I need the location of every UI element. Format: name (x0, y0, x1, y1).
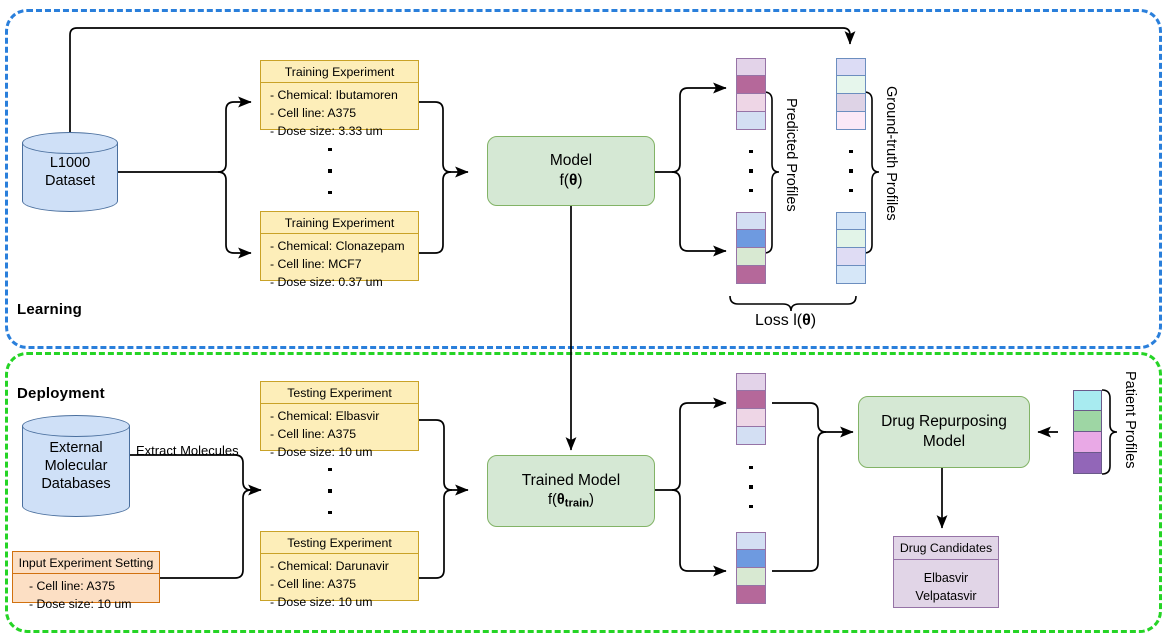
trained-model-formula-theta: θ (556, 491, 565, 508)
l1000-dataset-line2: Dataset (45, 173, 95, 189)
cylinder-body (22, 426, 130, 506)
deployment-profiles-ellipsis (748, 466, 754, 508)
training-experiment-2-cellline: - Cell line: MCF7 (270, 257, 362, 272)
training-experiment-2-header: Training Experiment (261, 212, 418, 234)
loss-label-prefix: Loss l( (755, 312, 803, 329)
drug-candidate-item: Elbasvir (923, 571, 969, 585)
input-experiment-setting-body: - Cell line: A375 - Dose size: 10 um (13, 574, 159, 616)
external-databases-line2: Molecular (44, 457, 108, 474)
input-experiment-setting-cellline: - Cell line: A375 (29, 579, 116, 593)
testing-experiment-2-chemical: - Chemical: Darunavir (270, 559, 389, 573)
trained-model-formula-subscript: train (564, 497, 590, 510)
testing-experiment-2-cellline: - Cell line: A375 (270, 577, 357, 592)
testing-experiment-1-cellline: - Cell line: A375 (270, 427, 357, 442)
drug-candidates-box: Drug Candidates Elbasvir Velpatasvir (893, 536, 999, 608)
trained-model-formula-suffix: ) (589, 491, 595, 508)
groundtruth-profile-strip-top (836, 58, 866, 130)
external-databases-label: External Molecular Databases (22, 415, 130, 517)
training-experiment-2-body: - Chemical: Clonazepam - Cell line: MCF7… (261, 234, 418, 295)
testing-experiment-2-header: Testing Experiment (261, 532, 418, 554)
input-experiment-setting-header: Input Experiment Setting (13, 552, 159, 574)
groundtruth-profiles-label: Ground-truth Profiles (883, 86, 899, 221)
testing-experiment-2-dose: - Dose size: 10 um (270, 595, 373, 610)
drug-candidates-header: Drug Candidates (894, 537, 998, 560)
model-formula-prefix: f( (559, 172, 569, 189)
groundtruth-profile-strip-bottom (836, 212, 866, 284)
model-formula-suffix: ) (577, 172, 583, 189)
predicted-profiles-ellipsis (748, 150, 754, 192)
groundtruth-profiles-ellipsis (848, 150, 854, 192)
patient-profile-strip (1073, 390, 1102, 474)
learning-panel-title: Learning (17, 301, 82, 318)
l1000-dataset-cylinder: L1000 Dataset (22, 132, 118, 212)
testing-experiment-2: Testing Experiment - Chemical: Darunavir… (260, 531, 419, 609)
trained-model-box: Trained Model f(θtrain) (487, 455, 655, 527)
predicted-profile-strip-bottom (736, 212, 766, 284)
loss-label: Loss l(θ) (755, 312, 816, 330)
testing-experiment-1-body: - Chemical: Elbasvir - Cell line: A375 -… (261, 404, 418, 465)
deployment-profile-strip-bottom (736, 532, 766, 604)
training-experiment-2-dose: - Dose size: 0.37 um (270, 275, 383, 290)
training-experiment-2: Training Experiment - Chemical: Clonazep… (260, 211, 419, 289)
drug-repurposing-model-line2: Model (922, 433, 966, 450)
testing-experiment-1: Testing Experiment - Chemical: Elbasvir … (260, 381, 419, 459)
l1000-dataset-line1: L1000 (49, 154, 91, 171)
training-experiments-ellipsis (327, 148, 333, 194)
cylinder-top (22, 415, 130, 437)
model-formula-theta: θ (568, 172, 578, 189)
testing-experiments-ellipsis (327, 468, 333, 514)
deployment-profile-strip-top (736, 373, 766, 445)
loss-label-theta: θ (802, 312, 811, 329)
input-experiment-setting-dose: - Dose size: 10 um (29, 597, 132, 612)
training-experiment-2-chemical: - Chemical: Clonazepam (270, 239, 405, 253)
external-molecular-databases-cylinder: External Molecular Databases (22, 415, 130, 517)
cylinder-top (22, 132, 118, 154)
testing-experiment-1-dose: - Dose size: 10 um (270, 445, 373, 460)
testing-experiment-1-header: Testing Experiment (261, 382, 418, 404)
external-databases-line1: External (49, 439, 103, 456)
predicted-profile-strip-top (736, 58, 766, 130)
model-title: Model (549, 151, 593, 169)
input-experiment-setting: Input Experiment Setting - Cell line: A3… (12, 551, 160, 611)
trained-model-formula-prefix: f( (547, 491, 557, 508)
model-box: Model f(θ) (487, 136, 655, 206)
testing-experiment-1-chemical: - Chemical: Elbasvir (270, 409, 380, 423)
drug-repurposing-model-box: Drug Repurposing Model (858, 396, 1030, 468)
deployment-panel-title: Deployment (17, 385, 105, 402)
predicted-profiles-label: Predicted Profiles (783, 98, 799, 212)
trained-model-title: Trained Model (521, 471, 621, 489)
drug-candidates-body: Elbasvir Velpatasvir (894, 560, 998, 605)
training-experiment-1-chemical: - Chemical: Ibutamoren (270, 88, 398, 102)
l1000-dataset-label: L1000 Dataset (22, 132, 118, 212)
loss-label-suffix: ) (810, 312, 817, 329)
external-databases-line3: Databases (41, 476, 111, 493)
training-experiment-1-body: - Chemical: Ibutamoren - Cell line: A375… (261, 83, 418, 144)
trained-model-formula: f(θtrain) (548, 491, 594, 511)
training-experiment-1: Training Experiment - Chemical: Ibutamor… (260, 60, 419, 138)
testing-experiment-2-body: - Chemical: Darunavir - Cell line: A375 … (261, 554, 418, 615)
extract-molecules-label: Extract Molecules (136, 443, 239, 458)
training-experiment-1-dose: - Dose size: 3.33 um (270, 124, 383, 139)
drug-candidate-item: Velpatasvir (915, 589, 977, 604)
model-formula: f(θ) (559, 171, 582, 191)
deployment-panel (5, 352, 1162, 633)
training-experiment-1-header: Training Experiment (261, 61, 418, 83)
learning-panel (5, 9, 1162, 349)
training-experiment-1-cellline: - Cell line: A375 (270, 106, 357, 121)
drug-repurposing-model-line1: Drug Repurposing (881, 412, 1007, 430)
patient-profiles-label: Patient Profiles (1122, 371, 1138, 469)
